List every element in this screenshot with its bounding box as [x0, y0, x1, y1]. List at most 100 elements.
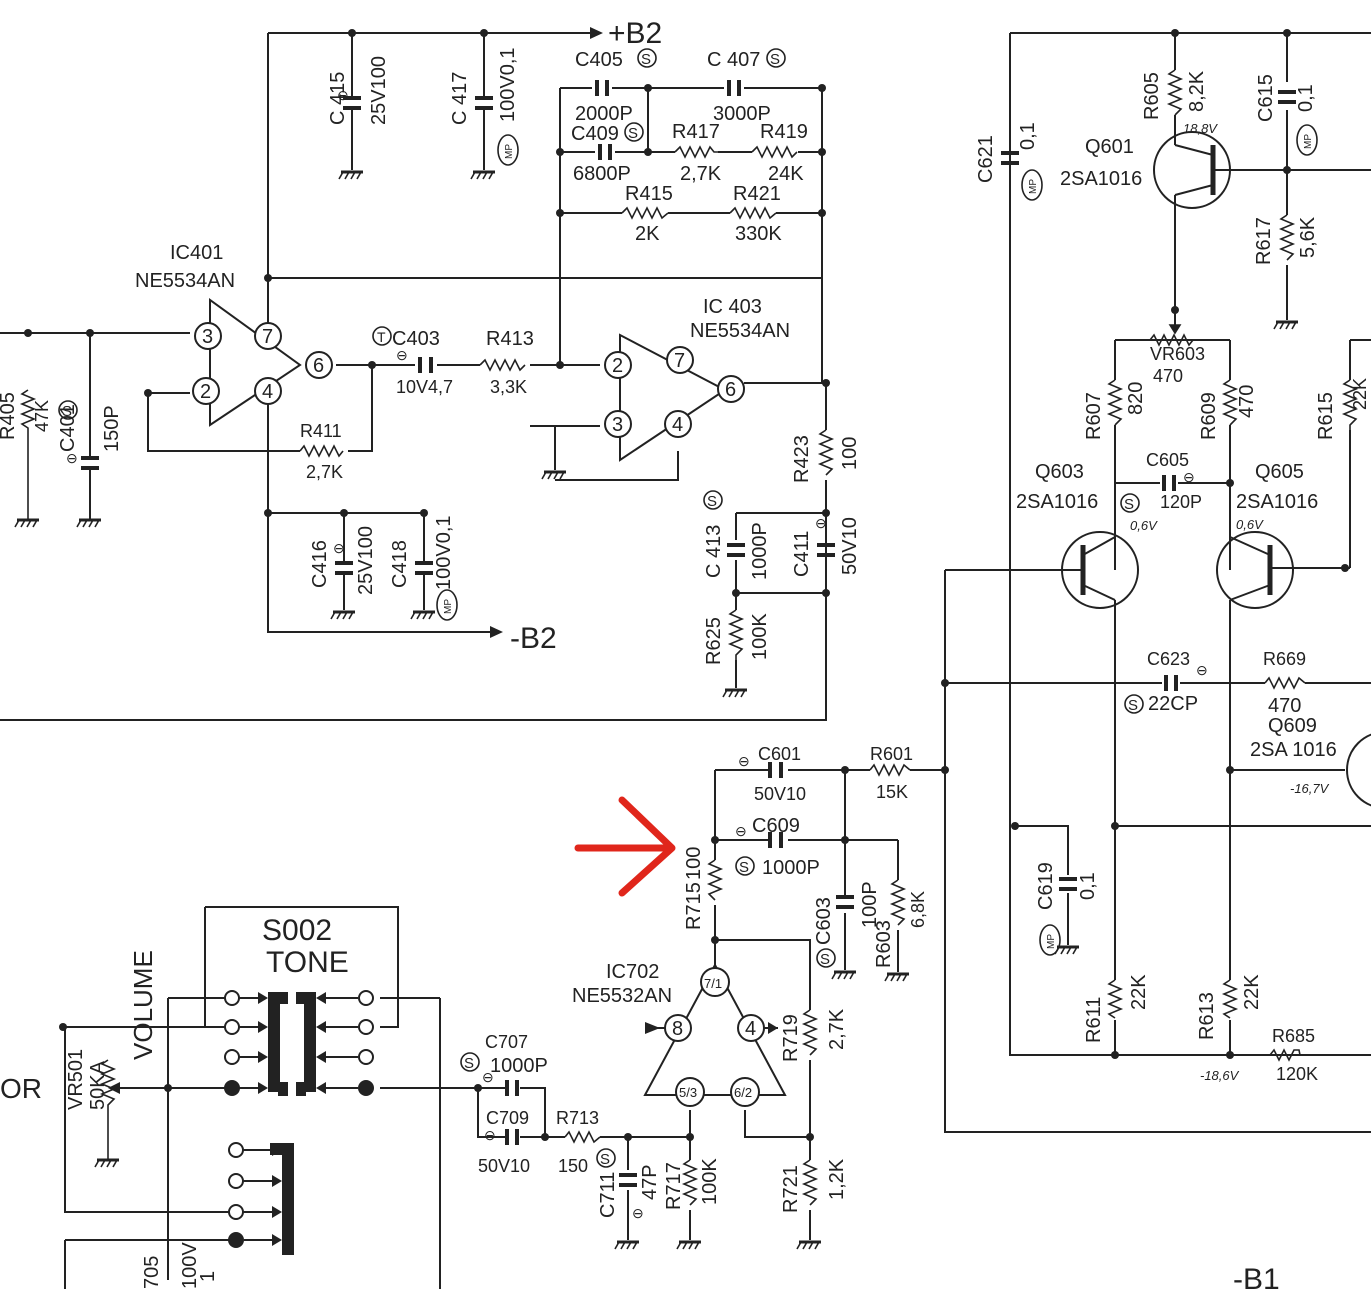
- ic401-pin-7: 7: [262, 326, 273, 348]
- c407-ref: C 407: [707, 49, 760, 71]
- r717-ref: R717: [663, 1162, 685, 1210]
- mp-mark: MP: [443, 599, 454, 614]
- svg-text:⊖: ⊖: [396, 347, 408, 363]
- volume-label: VOLUME: [128, 950, 158, 1060]
- s002-ref: S002: [262, 914, 332, 947]
- q603-part: 2SA1016: [1016, 491, 1098, 513]
- r421-ref: R421: [733, 183, 781, 205]
- resistor-symbols: [19, 69, 1359, 1206]
- c709-ref: C709: [486, 1108, 529, 1128]
- ic702-pin-7-1: 7/1: [704, 976, 722, 991]
- c619-value: 0,1: [1077, 872, 1099, 900]
- c605-ref: C605: [1146, 450, 1189, 470]
- ic403-pin-3: 3: [612, 414, 623, 436]
- ic403-symbol: 2 3 7 4 6: [604, 333, 745, 462]
- svg-text:⊖: ⊖: [66, 450, 78, 466]
- capacitor-symbols: [81, 80, 1296, 1187]
- svg-text:⊖: ⊖: [337, 87, 349, 103]
- q601-part: 2SA1016: [1060, 168, 1142, 190]
- c413-value: 1000P: [749, 522, 771, 580]
- mp-marks: MP MP MP MP MP: [436, 124, 1318, 956]
- c411-ref: C411: [791, 531, 813, 577]
- c401-value: 150P: [101, 405, 123, 452]
- rail-arrows: [490, 27, 603, 638]
- s002-name: TONE: [266, 946, 349, 979]
- c711-value: 47P: [639, 1164, 661, 1200]
- r615-ref: R615: [1315, 392, 1337, 440]
- s-mark: S: [1128, 697, 1138, 714]
- s-mark: S: [641, 51, 651, 68]
- q603-symbol: [1061, 531, 1139, 609]
- r417-ref: R417: [672, 121, 720, 143]
- r609-ref: R609: [1198, 392, 1220, 440]
- c601-value: 50V10: [754, 784, 806, 804]
- r685-ref: R685: [1272, 1026, 1315, 1046]
- r601-value: 15K: [876, 782, 908, 802]
- mp-mark: MP: [1046, 934, 1057, 949]
- svg-text:⊖: ⊖: [1183, 469, 1195, 485]
- r601-ref: R601: [870, 744, 913, 764]
- c705-ref: 705: [141, 1256, 163, 1289]
- c417-value: 100V0,1: [497, 47, 519, 122]
- red-annotation-arrow: [574, 796, 676, 897]
- c609-value: 1000P: [762, 857, 820, 879]
- r405-ref: R405: [0, 392, 19, 440]
- c601-ref: C601: [758, 744, 801, 764]
- c615-ref: C615: [1255, 74, 1277, 122]
- junctions: [24, 29, 1349, 1141]
- rail-neg-b2: -B2: [510, 622, 557, 655]
- r719-ref: R719: [780, 1014, 802, 1062]
- c623-ref: C623: [1147, 649, 1190, 669]
- c609-ref: C609: [752, 815, 800, 837]
- s-mark: S: [770, 51, 780, 68]
- c711-ref: C711: [597, 1172, 619, 1218]
- ic403-part: NE5534AN: [690, 320, 790, 342]
- ic702-pin-8: 8: [672, 1018, 683, 1040]
- svg-text:⊖: ⊖: [1196, 662, 1208, 678]
- labels-horizontal: C405 2000P C 407 3000P C409 6800P R417 2…: [300, 49, 1318, 1176]
- q609-ref: Q609: [1268, 715, 1317, 737]
- c615-value: 0,1: [1295, 84, 1317, 112]
- mp-mark: MP: [1303, 134, 1314, 149]
- labels-vertical: C 415 25V100 C 417 100V0,1 R405 47K C401…: [0, 47, 1370, 1289]
- ic401-pin-6: 6: [313, 355, 324, 377]
- ic403-pin-6: 6: [725, 379, 736, 401]
- q603-ref: Q603: [1035, 461, 1084, 483]
- polarity-marks: ⊖⊖⊖ ⊖⊖⊖ ⊖⊖⊖ ⊖⊖⊖: [66, 87, 1208, 1221]
- r607-value: 820: [1125, 382, 1147, 415]
- q601-voltage: 18,8V: [1183, 121, 1218, 136]
- r415-ref: R415: [625, 183, 673, 205]
- r613-ref: R613: [1196, 992, 1218, 1040]
- c705-extra: 1: [197, 1271, 219, 1282]
- c623-value: 22CP: [1148, 693, 1198, 715]
- r715-value: 100: [683, 847, 705, 880]
- r611-value: 22K: [1128, 974, 1150, 1010]
- c707-ref: C707: [485, 1032, 528, 1052]
- mp-mark: MP: [504, 144, 515, 159]
- r625-value: 100K: [749, 613, 771, 660]
- q603-voltage: 0,6V: [1130, 518, 1158, 533]
- s-mark: S: [628, 125, 638, 142]
- r419-ref: R419: [760, 121, 808, 143]
- svg-text:⊖: ⊖: [632, 1205, 644, 1221]
- c417-ref: C 417: [449, 72, 471, 125]
- r605-value: 8,2K: [1186, 70, 1208, 112]
- c605-value: 120P: [1160, 492, 1202, 512]
- vr501-value: 50KA: [87, 1060, 109, 1110]
- mp-mark: MP: [1028, 179, 1039, 194]
- c403-ref: C403: [392, 328, 440, 350]
- c416-ref: C416: [309, 540, 331, 588]
- s002-switch: [108, 990, 374, 1255]
- r669-ref: R669: [1263, 649, 1306, 669]
- ic401-pin-3: 3: [202, 326, 213, 348]
- c619-ref: C619: [1035, 862, 1057, 910]
- s-mark: S: [62, 403, 72, 420]
- c621-value: 0,1: [1017, 122, 1039, 150]
- ic702-part: NE5532AN: [572, 985, 672, 1007]
- r685-value: 120K: [1276, 1064, 1318, 1084]
- c709-value: 50V10: [478, 1156, 530, 1176]
- left-text: OR: [0, 1073, 42, 1104]
- q609-symbol: [1346, 733, 1371, 807]
- c407-value: 3000P: [713, 103, 771, 125]
- r613-value: 22K: [1241, 974, 1263, 1010]
